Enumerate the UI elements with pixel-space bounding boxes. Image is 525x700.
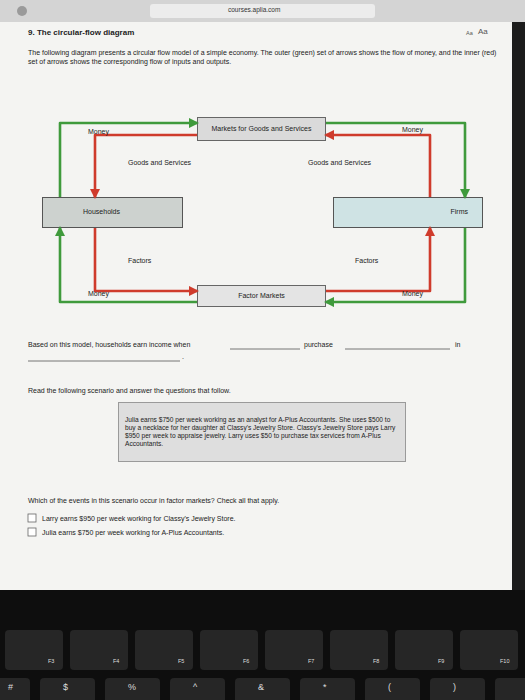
scenario-box: Julia earns $750 per week working as an …	[118, 402, 406, 462]
question-text: Which of the events in this scenario occ…	[28, 496, 279, 505]
market-box: Factor Markets	[197, 285, 326, 307]
keyboard-key	[235, 678, 290, 700]
key-label: *	[323, 682, 327, 694]
question-text: Based on this model, households earn inc…	[28, 340, 190, 349]
money-flow-arrow	[60, 228, 197, 302]
question-text: in	[455, 340, 460, 349]
flow-label: Factors	[355, 257, 378, 264]
browser-bar	[0, 0, 525, 22]
keyboard-key	[430, 678, 485, 700]
keyboard-key	[460, 630, 518, 670]
keyboard-key	[70, 630, 128, 670]
key-label: F7	[308, 658, 314, 665]
keyboard-key	[265, 630, 323, 670]
key-label: F8	[373, 658, 379, 665]
keyboard-key	[300, 678, 355, 700]
money-flow-arrow	[60, 123, 197, 197]
keyboard-key	[200, 630, 258, 670]
flow-label: Money	[88, 290, 109, 297]
instruction-text: Read the following scenario and answer t…	[28, 386, 231, 395]
factor-flow-arrow	[95, 228, 197, 291]
answer-blank	[230, 349, 300, 350]
question-text: .	[182, 352, 184, 361]
key-label: F3	[48, 658, 54, 665]
key-label: F4	[113, 658, 119, 665]
browser-icon	[17, 6, 27, 16]
sector-box: Households	[42, 197, 183, 228]
key-label: F6	[243, 658, 249, 665]
key-label: &	[258, 682, 264, 694]
text-size-control: Aa	[478, 27, 488, 37]
key-label: F9	[438, 658, 444, 665]
flow-label: Money	[402, 290, 423, 297]
key-label: %	[128, 682, 136, 694]
node-text: Julia earns $750 per week working as an …	[125, 416, 399, 449]
node-text: Firms	[451, 208, 469, 217]
money-flow-arrow	[326, 228, 465, 302]
key-label: )	[453, 682, 456, 694]
url-text: courses.aplia.com	[228, 6, 280, 14]
intro-text: The following diagram presents a circula…	[28, 48, 498, 66]
key-label: #	[8, 682, 13, 694]
key-label: (	[388, 682, 391, 694]
key-label: $	[63, 682, 68, 694]
node-text: Factor Markets	[238, 292, 285, 301]
flow-label: Money	[402, 126, 423, 133]
flow-label: Goods and Services	[128, 159, 191, 166]
node-text: Markets for Goods and Services	[212, 125, 312, 134]
web-page	[0, 22, 512, 590]
keyboard-key	[495, 678, 525, 700]
flow-label: Goods and Services	[308, 159, 371, 166]
keyboard-key	[135, 630, 193, 670]
checkbox	[28, 528, 36, 536]
keyboard-key	[170, 678, 225, 700]
goods-flow-arrow	[326, 135, 430, 197]
question-text: purchase	[304, 340, 333, 349]
goods-flow-arrow	[95, 135, 197, 197]
keyboard-key	[5, 630, 63, 670]
checkbox-option: Julia earns $750 per week working for A-…	[42, 528, 224, 537]
factor-flow-arrow	[326, 228, 430, 291]
key-label: F10	[500, 658, 509, 665]
answer-blank	[28, 361, 180, 362]
market-box: Markets for Goods and Services	[197, 117, 326, 141]
keyboard-key	[40, 678, 95, 700]
checkbox-option: Larry earns $950 per week working for Cl…	[42, 514, 236, 523]
flow-label: Factors	[128, 257, 151, 264]
key-label: F5	[178, 658, 184, 665]
address-field	[150, 4, 375, 18]
keyboard-key	[105, 678, 160, 700]
keyboard-key	[365, 678, 420, 700]
keyboard-key	[0, 678, 30, 700]
question-title: 9. The circular-flow diagram	[28, 28, 134, 38]
flow-label: Money	[88, 128, 109, 135]
checkbox	[28, 514, 36, 522]
keyboard-key	[330, 630, 388, 670]
text-size-control: Aa	[466, 30, 473, 37]
keyboard-key	[395, 630, 453, 670]
key-label: ^	[193, 682, 197, 694]
node-text: Households	[83, 208, 120, 217]
sector-box: Firms	[333, 197, 483, 228]
answer-blank	[345, 349, 450, 350]
